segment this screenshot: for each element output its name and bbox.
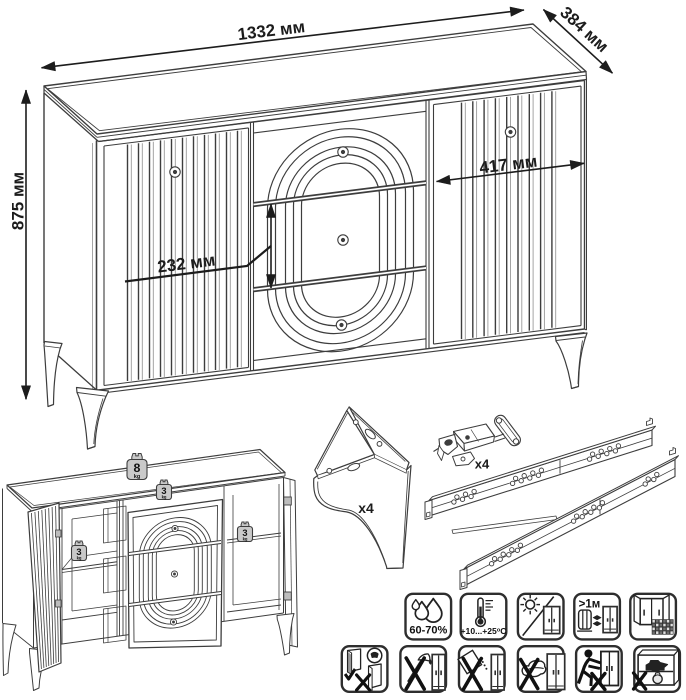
svg-text:x4: x4 — [475, 456, 490, 471]
svg-text:>1м: >1м — [579, 599, 601, 611]
svg-text:60-70%: 60-70% — [409, 625, 447, 637]
svg-text:3: 3 — [76, 547, 81, 557]
svg-text:3: 3 — [242, 528, 247, 538]
svg-text:kg: kg — [243, 536, 248, 541]
svg-text:kg: kg — [162, 494, 167, 499]
svg-text:875 мм: 875 мм — [9, 172, 28, 230]
svg-text:x4: x4 — [358, 500, 374, 516]
svg-text:+10...+25oC: +10...+25oC — [461, 626, 507, 636]
svg-text:8: 8 — [134, 461, 141, 475]
svg-text:kg: kg — [134, 474, 141, 480]
svg-text:3: 3 — [161, 486, 166, 496]
svg-text:kg: kg — [77, 555, 82, 560]
